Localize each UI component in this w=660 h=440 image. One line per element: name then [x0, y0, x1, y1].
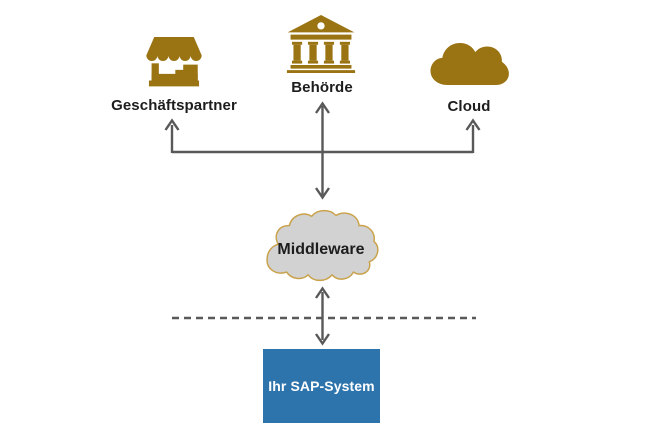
node-label-behoerde: Behörde: [291, 79, 353, 96]
arrowhead-up-right-icon: [465, 118, 481, 131]
node-label-cloud: Cloud: [447, 98, 491, 115]
cloud-icon: [430, 43, 509, 85]
node-label-sap-system: Ihr SAP-System: [268, 378, 375, 394]
node-label-middleware: Middleware: [277, 241, 365, 258]
node-label-geschaeftspartner: Geschäftspartner: [111, 97, 237, 114]
arrowhead-up-left-icon: [164, 118, 180, 131]
arrowhead-up-sap-icon: [315, 286, 330, 299]
arrowhead-up-middle-icon: [315, 101, 330, 114]
bank-icon: [286, 15, 356, 73]
storefront-icon: [146, 36, 202, 87]
middleware-node: Middleware: [259, 208, 383, 286]
middleware-cloud-shape: [266, 209, 379, 282]
arrowhead-down-middle-icon: [315, 187, 330, 200]
arrowhead-down-sap-icon: [315, 333, 330, 346]
sap-system-node: Ihr SAP-System: [263, 349, 380, 423]
